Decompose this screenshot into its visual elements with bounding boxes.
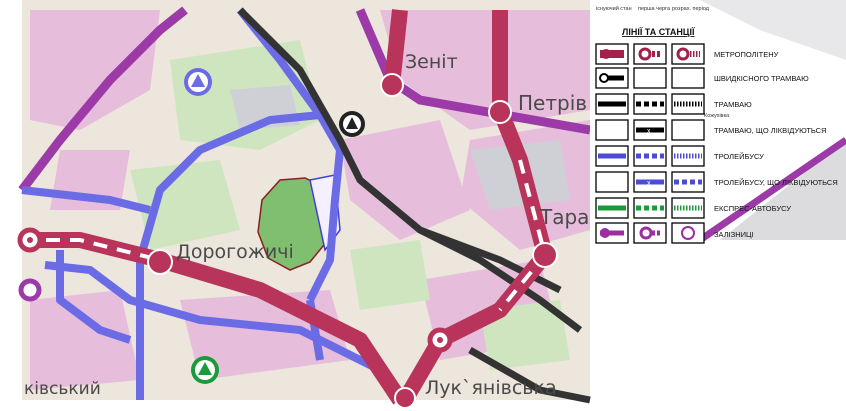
place-label-petrivka: Петрів (518, 91, 587, 115)
legend-swatches-tram (595, 93, 705, 115)
legend-swatches-trolleybus-liquidated: x (595, 171, 705, 193)
place-label-kozhukhivka: Кожухівка (704, 113, 730, 119)
legend-col-estimated: розрах. період (672, 6, 710, 12)
svg-text:x: x (647, 180, 651, 187)
legend-swatches-trolleybus (595, 145, 705, 167)
triangle-station-icon-green (191, 356, 219, 384)
legend-label-trolleybus-liquidated: ТРОЛЕЙБУСУ, ЩО ЛІКВІДУЮТЬСЯ (714, 178, 838, 187)
svg-text:x: x (647, 128, 651, 135)
legend-swatches-high-speed-tram (595, 67, 705, 89)
legend-swatches-metro (595, 43, 705, 65)
legend-swatches-express-bus (595, 197, 705, 219)
place-label-zenit: Зеніт (405, 51, 458, 73)
legend-label-metro: МЕТРОПОЛІТЕНУ (714, 50, 779, 59)
legend-label-high-speed-tram: ШВИДКІСНОГО ТРАМВАЮ (714, 74, 809, 83)
legend-col-existing: існуючий стан (596, 5, 632, 12)
railway-line (18, 6, 188, 193)
legend-col-first-stage: перша черга (638, 6, 671, 12)
place-label-dorohozhychi: Дорогожичі (176, 241, 294, 263)
white-margin (590, 240, 846, 411)
legend-label-tram-liquidated: ТРАМВАЮ, ЩО ЛІКВІДУЮТЬСЯ (714, 126, 827, 135)
legend-label-tram: ТРАМВАЮ (714, 100, 752, 109)
metro-stations (17, 73, 558, 409)
legend-title: ЛІНІЇ ТА СТАНЦІЇ (622, 27, 695, 37)
legend-label-trolleybus: ТРОЛЕЙБУСУ (714, 152, 764, 161)
tram-lines (237, 7, 591, 404)
legend-swatches-railway (595, 222, 705, 244)
place-label-kyivskyi: ківський (24, 379, 101, 399)
legend-panel: існуючий стан перша черга розрах. період… (590, 0, 846, 244)
place-label-lukianivska: Лук`янівська (425, 377, 557, 399)
legend-label-express-bus: ЕКСПРЕС-АВТОБУСУ (714, 204, 791, 213)
triangle-station-icon-dark (339, 111, 365, 137)
place-label-tara: Тара (539, 205, 589, 229)
legend-swatches-tram-liquidated: x (595, 119, 705, 141)
triangle-station-icon-blue (184, 68, 212, 96)
legend-railway-backdrop (698, 137, 846, 243)
legend-label-railway: ЗАЛІЗНИЦІ (714, 230, 754, 239)
